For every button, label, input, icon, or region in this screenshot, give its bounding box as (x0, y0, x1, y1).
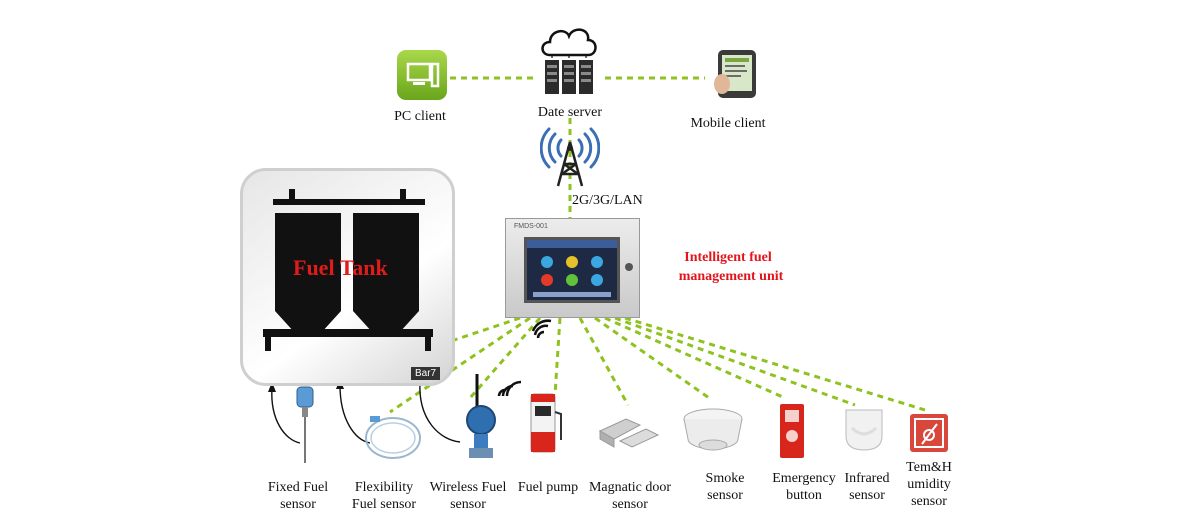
unit-label-line1: Intelligent fuel (684, 250, 772, 265)
arrow-fixed (271, 387, 301, 444)
network-label: 2G/3G/LAN (572, 193, 643, 208)
flexibility-fuel-sensor-icon[interactable] (362, 408, 424, 464)
emergency-button-icon[interactable] (778, 402, 806, 460)
fuel-tank-label: Fuel Tank (293, 255, 388, 280)
cloud-icon (541, 28, 597, 57)
signal-tower-icon (540, 127, 600, 187)
pc-client-label: PC client (394, 109, 446, 124)
arrowhead-fixed (268, 382, 276, 392)
unit-screen (524, 237, 620, 303)
fuel-management-unit[interactable]: FMDS-001 (505, 218, 640, 318)
smoke-sensor-icon[interactable] (682, 405, 744, 455)
date-server-icon[interactable] (543, 56, 595, 96)
link-unit-temh (624, 316, 926, 412)
fuel-tank-icon: Fuel Tank Bar7 (240, 168, 455, 386)
pc-client-icon[interactable] (397, 50, 447, 100)
link-unit-pump (553, 317, 562, 396)
magnetic-door-sensor-icon[interactable] (596, 405, 660, 451)
fuel-pump-icon[interactable] (527, 392, 567, 456)
link-unit-door (578, 317, 630, 406)
arrow-wireless (419, 381, 461, 443)
unit-device-tag: FMDS-001 (514, 223, 548, 230)
link-unit-smoke (594, 316, 713, 402)
mobile-client-label: Mobile client (690, 116, 766, 131)
tank-tag: Bar7 (411, 367, 441, 380)
link-unit-infrared (614, 316, 856, 407)
date-server-label: Date server (537, 105, 603, 120)
wireless-signal-icon (532, 319, 552, 339)
wireless-fuel-sensor-icon[interactable] (455, 372, 525, 462)
unit-label-line2: management unit (678, 269, 784, 284)
tem-humidity-sensor-icon[interactable] (910, 414, 948, 452)
device-label-fuel-pump: Fuel pump (517, 480, 579, 495)
unit-knob (625, 263, 633, 271)
link-unit-wireless (468, 317, 542, 399)
fixed-fuel-sensor-icon[interactable] (292, 385, 318, 465)
mobile-client-icon[interactable] (712, 48, 760, 100)
infrared-sensor-icon[interactable] (842, 406, 886, 452)
link-unit-emergency (604, 316, 786, 400)
